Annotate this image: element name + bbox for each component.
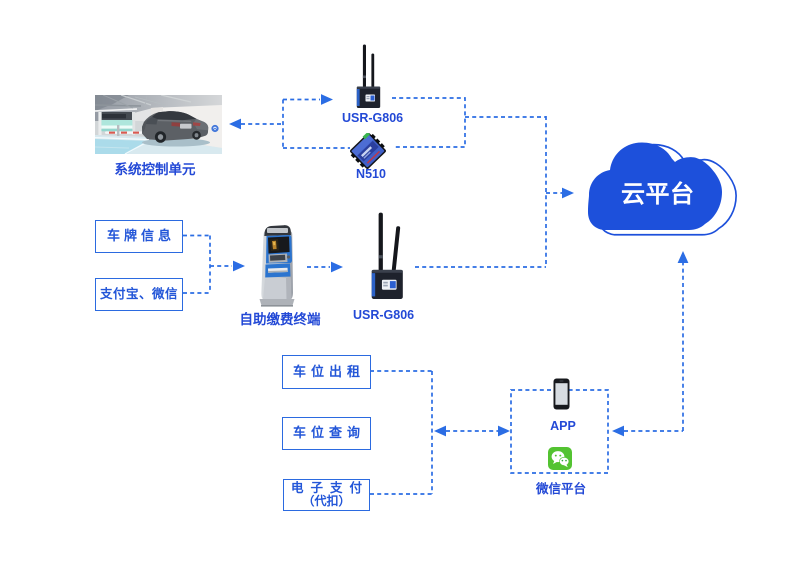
n510-device (350, 133, 386, 169)
arrowhead-to-photo (229, 118, 241, 130)
pay-channels-text: 支付宝、微信 (99, 287, 178, 302)
router-mid-label: USR-G806 (353, 307, 415, 322)
n510-label: N510 (356, 166, 386, 181)
arrowhead-bidirectional-left (434, 425, 446, 437)
router-mid-device (371, 212, 403, 300)
space-rent-text: 车位出租 (292, 363, 365, 379)
pay-channels-box: 支付宝、微信 (95, 278, 183, 311)
plate-info-box: 车牌信息 (95, 220, 183, 253)
router-top-label: USR-G806 (342, 110, 404, 125)
plate-info-text: 车牌信息 (106, 228, 175, 244)
arrowhead-to-cloud (562, 187, 574, 199)
kiosk-label: 自助缴费终端 (239, 312, 321, 327)
epay-box: 电子支付 （代扣） (283, 479, 370, 511)
router-top-device (356, 44, 381, 108)
arrowhead-to-kiosk (233, 260, 245, 272)
control-unit-label: 系统控制单元 (114, 162, 196, 177)
epay-text-line1: 电子支付 (290, 480, 369, 495)
arrowhead-to-router-top (321, 94, 333, 105)
space-query-box: 车位查询 (282, 417, 371, 450)
connector-router-n510-bracket (392, 97, 466, 148)
kiosk-device (259, 225, 295, 307)
epay-text-line2: （代扣） (302, 494, 351, 509)
app-label: APP (550, 418, 576, 433)
phone-icon (553, 378, 570, 410)
parking-garage-photo (95, 95, 222, 154)
wechat-platform-label: 微信平台 (535, 482, 586, 496)
arrowhead-to-group-left (612, 425, 624, 437)
space-query-text: 车位查询 (292, 425, 365, 441)
space-rent-box: 车位出租 (282, 355, 371, 389)
arrowhead-bidirectional-right (498, 425, 510, 437)
cloud-label: 云平台 (621, 181, 695, 208)
app-wechat-group-box (510, 389, 609, 474)
arrowhead-to-router-mid (331, 261, 343, 273)
arrowhead-up-to-cloud (677, 251, 689, 263)
wechat-icon (548, 447, 572, 470)
